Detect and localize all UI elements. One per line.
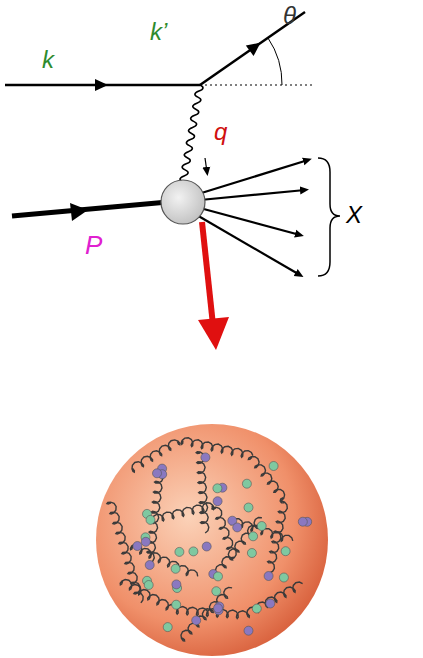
gluon-coil — [231, 519, 293, 542]
quark-dot — [266, 599, 275, 608]
proton-line — [12, 202, 168, 216]
quark-dot — [252, 604, 261, 613]
gluon-coil — [107, 502, 143, 603]
quark-dot — [264, 572, 273, 581]
gluon-coil — [196, 452, 209, 533]
gluon-lines — [107, 438, 303, 641]
angle-label: θ — [283, 4, 296, 28]
quark-dot — [172, 580, 181, 589]
quark-dot — [202, 542, 211, 551]
hadron-blob — [161, 180, 205, 224]
arrowhead — [246, 43, 262, 57]
quark-dot — [244, 503, 253, 512]
quark-dot — [141, 537, 150, 546]
quark-dot — [233, 523, 242, 532]
gluon-coil — [147, 471, 163, 563]
gluon-coil — [132, 440, 180, 472]
zoom-arrowhead — [198, 317, 229, 350]
zoom-arrow — [202, 222, 213, 325]
momentum-label: k — [42, 48, 54, 72]
quark-dot — [192, 616, 201, 625]
quark-dot — [242, 479, 251, 488]
quark-dot — [145, 561, 154, 570]
quark-dot — [247, 549, 256, 558]
gluon-coil — [181, 587, 232, 641]
brace — [318, 158, 340, 276]
gluon-coil — [216, 518, 262, 576]
momentum-label: k’ — [150, 20, 167, 44]
quark-dot — [279, 573, 288, 582]
quark-dot — [189, 547, 198, 556]
quark-dot — [146, 515, 155, 524]
quark-dot — [214, 604, 223, 613]
quark-dot — [298, 517, 307, 526]
quark-dot — [163, 623, 172, 632]
momentum-label: P — [85, 232, 102, 258]
quark-dot — [281, 547, 290, 556]
quark-dot — [249, 532, 258, 541]
gluon-coil — [248, 457, 284, 501]
gluon-coil — [181, 438, 253, 458]
quark-dots — [133, 453, 312, 635]
quark-dot — [175, 547, 184, 556]
arrowhead — [95, 79, 108, 91]
gluon-coil — [247, 582, 303, 617]
quark-dot — [171, 564, 180, 573]
reference-line — [200, 85, 315, 86]
quark-dot — [213, 497, 222, 506]
quark-dot — [214, 572, 223, 581]
final-state-label: X — [346, 203, 362, 227]
angle-arc — [268, 38, 282, 85]
quark-dot — [133, 542, 142, 551]
gluon-coil — [120, 580, 177, 612]
quark-dot — [212, 587, 221, 596]
arrowhead — [70, 203, 88, 221]
quark-dot — [201, 453, 210, 462]
quark-dot — [257, 522, 266, 531]
momentum-label: q — [214, 120, 227, 144]
gluon-coil — [212, 507, 236, 559]
momentum-arrow — [205, 158, 207, 172]
photon-line — [180, 85, 203, 182]
proton-sphere — [96, 424, 328, 656]
quark-dot — [244, 626, 253, 635]
hadron-lines — [195, 160, 308, 275]
quark-dot — [269, 462, 278, 471]
quark-dot — [144, 581, 153, 590]
quark-dot — [153, 469, 162, 478]
quark-dot — [213, 484, 222, 493]
quark-dot — [172, 600, 181, 609]
